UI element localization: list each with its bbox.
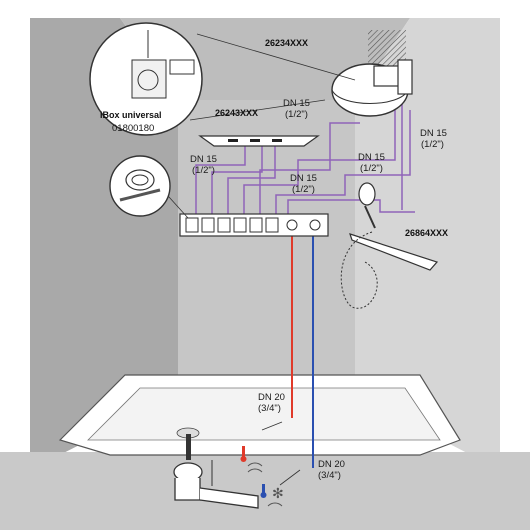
svg-text:DN 15: DN 15	[190, 154, 217, 165]
svg-text:(3/4"): (3/4")	[258, 403, 281, 414]
temperature-knob[interactable]	[286, 219, 298, 231]
dn15-label-middle: DN 15 (1/2")	[358, 152, 385, 174]
dn15-label-left: DN 15 (1/2")	[190, 154, 217, 176]
right-wall	[355, 18, 500, 470]
svg-text:✻: ✻	[272, 485, 284, 501]
svg-text:DN 15: DN 15	[420, 128, 447, 139]
svg-text:(1/2"): (1/2")	[192, 165, 215, 176]
mirror-shelf-shower	[198, 135, 320, 147]
svg-text:DN 15: DN 15	[358, 152, 385, 163]
drain-trap	[173, 434, 259, 509]
cold-water-icon: ✻	[260, 469, 301, 507]
dn15-label-right: DN 15 (1/2")	[420, 128, 447, 150]
volume-knob[interactable]	[309, 219, 321, 231]
shower-control-panel[interactable]	[179, 213, 329, 237]
ibox-part-number: 01800180	[112, 123, 154, 134]
ibox-detail-callout: iBox universal 01800180	[89, 22, 356, 136]
dn15-label-top: DN 15 (1/2")	[283, 98, 310, 120]
dn20-label-cold: DN 20 (3/4")	[318, 459, 345, 481]
overhead-shower	[331, 30, 413, 117]
svg-text:DN 15: DN 15	[290, 173, 317, 184]
svg-text:(1/2"): (1/2")	[292, 184, 315, 195]
svg-text:(1/2"): (1/2")	[360, 163, 383, 174]
dn20-label-hot: DN 20 (3/4")	[258, 392, 285, 414]
mirror-shelf-shower-code: 26243XXX	[215, 108, 258, 118]
svg-text:DN 20: DN 20	[258, 392, 285, 403]
bathtub	[58, 374, 461, 456]
overhead-shower-code: 26234XXX	[265, 38, 308, 48]
hot-water-icon	[240, 421, 283, 473]
hand-shower-shelf-code: 26864XXX	[405, 228, 448, 238]
hand-shower-with-shelf	[340, 182, 439, 309]
dn15-label-lower: DN 15 (1/2")	[290, 173, 317, 195]
svg-text:DN 20: DN 20	[318, 459, 345, 470]
svg-text:DN 15: DN 15	[283, 98, 310, 109]
svg-text:(1/2"): (1/2")	[421, 139, 444, 150]
svg-text:(3/4"): (3/4")	[318, 470, 341, 481]
back-wall-center	[178, 100, 355, 395]
ibox-name: iBox universal	[100, 110, 162, 120]
svg-text:(1/2"): (1/2")	[285, 109, 308, 120]
pipe-detail-callout	[109, 155, 189, 219]
